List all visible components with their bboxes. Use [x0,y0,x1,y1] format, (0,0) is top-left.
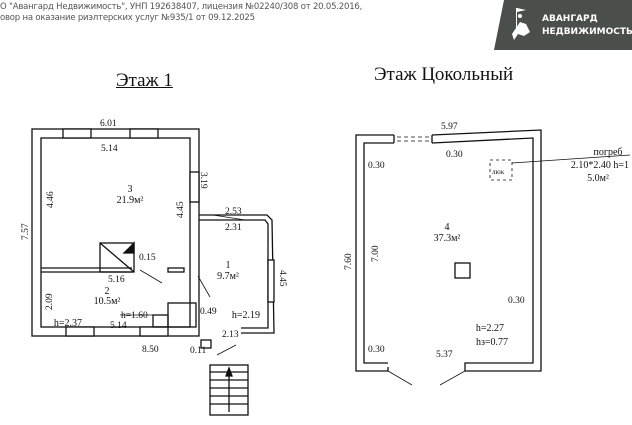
room3-area: 21.9м² [117,195,144,206]
room2-area: 10.5м² [94,296,121,307]
room1-number: 1 [226,260,231,271]
dim-right-wall: 0.30 [508,296,525,306]
room4-area: 37.3м² [434,233,461,244]
dim-left-outer: 7.60 [344,253,354,270]
room2-height: h=2.37 [54,318,82,329]
dim-room1-bottom: 2.13 [222,330,239,340]
dim-wall-049: 0.49 [200,307,217,317]
dim-partition-thickness: 0.15 [139,253,156,263]
knight-icon [512,8,530,40]
dim-window: 3.19 [198,172,208,189]
dim-left-room2: 2.09 [45,293,55,310]
stair-height: h=1.60 [121,311,148,321]
floor1-walls [31,128,275,416]
header-line-1: О "Авангард Недвижимость", УНП 192638407… [0,2,363,12]
room1-area: 9.7м² [217,271,239,282]
dim-top: 5.97 [441,122,458,132]
company-logo: АВАНГАРД НЕДВИЖИМОСТЬ [494,0,632,50]
cellar-label: погреб [594,147,623,158]
dim-top-outer: 6.01 [100,119,117,129]
basement-dimensions: 5.97 0.30 0.30 7.60 7.00 0.30 0.30 5.37 … [344,122,525,360]
dim-right-room3: 4.45 [176,201,186,218]
basement-room: 4 37.3м² h=2.27 hз=0.77 погреб 2.10*2.40… [434,147,629,348]
dim-room1-right: 4.45 [277,270,287,287]
room3-number: 3 [128,184,133,195]
basement-walls [355,129,631,386]
cellar-area: 5.0м² [587,173,609,184]
dim-left-room3: 4.46 [46,191,56,208]
room4-number: 4 [445,222,450,233]
basement-title: Этаж Цокольный [374,64,514,85]
logo-line-1: АВАНГАРД [542,14,598,24]
floor1-title: Этаж 1 [116,70,173,91]
dim-bottom-inner: 5.14 [110,321,127,331]
dim-bottom: 5.37 [436,350,453,360]
hatch-label: люк [492,168,505,176]
room2-number: 2 [105,286,110,297]
dim-top-wall: 0.30 [446,150,463,160]
room1-height: h=2.19 [232,310,260,321]
floor1-rooms: 3 21.9м² 2 10.5м² h=2.37 1 9.7м² h=2.19 [54,184,260,329]
dim-partition: 5.16 [108,275,125,285]
dim-room1-top-inner: 2.31 [225,223,242,233]
dim-left-wall: 0.30 [368,161,385,171]
dim-top-inner: 5.14 [101,144,118,154]
header-line-2: овор на оказание риэлтерских услуг №935/… [0,13,255,23]
cellar-size: 2.10*2.40 h=1 [571,160,629,171]
dim-left-inner: 7.00 [371,245,381,262]
dim-left-outer: 7.57 [21,223,31,240]
room4-height: h=2.27 [476,323,504,334]
dim-bottom-outer: 8.50 [142,345,159,355]
dim-room1-top-outer: 2.53 [225,207,242,217]
logo-line-2: НЕДВИЖИМОСТЬ [542,27,632,37]
dim-step: 0.11 [190,346,207,356]
floor1-dimensions: 6.01 5.14 7.57 4.46 3.19 4.45 5.16 0.15 … [21,119,287,356]
room4-height-z: hз=0.77 [476,337,508,348]
dim-bottom-wall: 0.30 [368,345,385,355]
